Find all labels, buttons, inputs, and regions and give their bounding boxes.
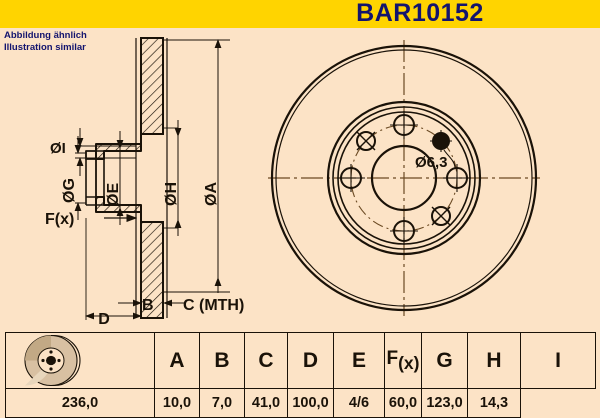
table-header-d: D [287,332,334,389]
dimension-diameter-g: ØG [61,136,86,220]
table-header-g: G [421,332,468,389]
front-view: Ø6,3 [268,40,540,316]
table-header-e: E [333,332,385,389]
hole-callout-leader [443,149,456,169]
alternate-bolt-hole [431,206,451,226]
brake-disc-icon [24,334,81,387]
table-header-c: C [244,332,288,389]
hub-wall-lower [86,196,104,206]
table-header-fx: F(x) [384,332,422,389]
fx-sub: (x) [398,353,420,374]
disc-outer-circle [270,44,538,312]
disclaimer-line-en: Illustration similar [4,42,86,53]
illustration-disclaimer: Abbildung ähnlich Illustration similar [4,30,87,54]
dimension-diameter-a: ØA [163,39,230,293]
disc-ring-upper [140,37,164,135]
technical-drawing: ØI ØG ØE [45,37,540,328]
page-title: BAR10152 [356,0,484,27]
bolt-hole [390,111,418,139]
label-diameter-i: ØI [50,140,66,157]
table-header-row: A B C D E F(x) G H I [5,332,596,389]
label-diameter-h: ØH [163,182,180,206]
table-header-h: H [467,332,521,389]
table-value-b: 10,0 [154,388,200,418]
locating-hole [430,130,452,152]
dimension-diameter-e: ØE [105,131,124,225]
label-diameter-g: ØG [61,178,78,203]
disc-outer-edge-circle [275,49,533,307]
table-header-b: B [199,332,245,389]
table-value-e: 100,0 [287,388,334,418]
thumbnail-cell [5,332,155,389]
dimension-diameter-h: ØH [163,120,182,236]
header-band [0,0,600,28]
section-view: ØI ØG ØE [45,37,244,328]
label-dim-b: B [142,297,154,314]
table-value-row: 236,0 10,0 7,0 41,0 100,0 4/6 60,0 123,0… [5,388,596,418]
label-diameter-e: ØE [105,183,122,206]
table-value-fx: 4/6 [333,388,385,418]
table-value-g: 60,0 [384,388,422,418]
bolt-hole [390,217,418,245]
specification-table: A B C D E F(x) G H I 236,0 10,0 7,0 41,0… [5,332,596,418]
center-bore-circle [370,144,438,212]
table-value-i: 14,3 [467,388,521,418]
table-header-i: I [520,332,596,389]
table-value-a: 236,0 [5,388,155,418]
disc-ring-lower [140,221,164,319]
callout-face-runout: F(x) [45,211,138,228]
alternate-bolt-hole [356,131,376,151]
label-hole-diameter: Ø6,3 [415,154,448,171]
dimension-c: C (MTH) [163,297,244,314]
table-value-c: 7,0 [199,388,245,418]
label-dim-c: C (MTH) [183,297,244,314]
label-diameter-a: ØA [203,182,220,206]
bolt-hole [337,164,365,192]
label-dim-d: D [98,311,110,328]
table-value-d: 41,0 [244,388,288,418]
dimension-d: D [85,218,142,328]
dimension-diameter-i: ØI [50,128,136,176]
hat-outer-circle [332,106,476,250]
fx-main: F [386,348,399,370]
label-face-runout: F(x) [45,211,74,228]
disclaimer-line-de: Abbildung ähnlich [4,30,87,41]
bolt-hole [443,164,471,192]
table-value-h: 123,0 [421,388,468,418]
table-header-a: A [154,332,200,389]
disc-friction-inner-circle [326,100,482,256]
